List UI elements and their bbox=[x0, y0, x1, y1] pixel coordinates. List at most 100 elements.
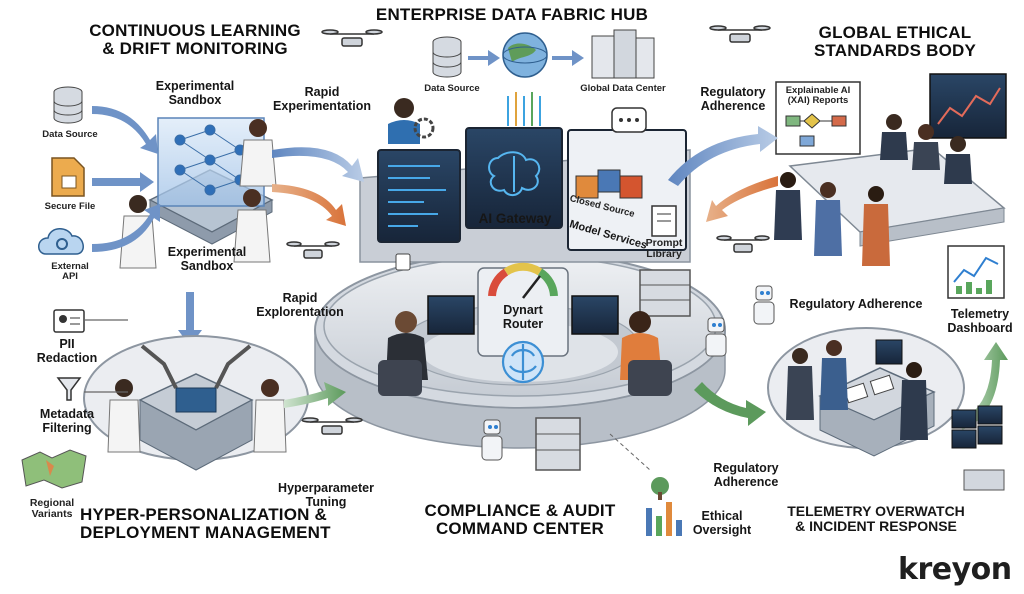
section-title-hyper-personalization: HYPER-PERSONALIZATION & DEPLOYMENT MANAG… bbox=[80, 505, 331, 543]
secure-file-icon bbox=[51, 157, 85, 197]
label-line: Rapid bbox=[282, 291, 318, 305]
section-title-line: COMPLIANCE & AUDIT bbox=[424, 501, 616, 520]
label-dynart-router: Dynart Router bbox=[488, 303, 558, 331]
label-line: Sandbox bbox=[168, 92, 222, 107]
label-line: Oversight bbox=[692, 522, 752, 537]
label-global-data-center: Global Data Center bbox=[568, 83, 678, 94]
small-robot-icon bbox=[481, 419, 503, 461]
label-line: Metadata bbox=[39, 407, 95, 421]
gauge-green bbox=[537, 268, 558, 297]
label-line: API bbox=[62, 271, 78, 283]
label-line: Redaction bbox=[36, 350, 98, 365]
ethics-tree-icon bbox=[651, 477, 669, 500]
section-title-compliance: COMPLIANCE & AUDIT COMMAND CENTER bbox=[420, 501, 620, 539]
chart-line bbox=[937, 87, 1001, 125]
drone-icon bbox=[286, 241, 340, 259]
chat-bubble-icon bbox=[611, 107, 647, 133]
left-inputs bbox=[38, 86, 364, 346]
label-data-source-left: Data Source bbox=[30, 129, 110, 140]
arrow-to-globe bbox=[468, 50, 500, 66]
arrow-api-to-sandbox bbox=[92, 204, 160, 252]
arrow-file-to-sandbox bbox=[92, 172, 154, 192]
dashed-connector bbox=[609, 433, 651, 471]
id-card-icon bbox=[53, 309, 85, 333]
drone-icon bbox=[716, 235, 770, 253]
label-line: Variants bbox=[31, 508, 73, 521]
arrow-telemetry-up bbox=[960, 342, 1008, 430]
label-ai-gateway: AI Gateway bbox=[470, 211, 560, 227]
monitor-left bbox=[377, 149, 461, 243]
server-rack-icon bbox=[535, 417, 581, 471]
ethics-board bbox=[668, 73, 1007, 266]
brand-logo: kreyon bbox=[898, 552, 1012, 587]
label-line: Prompt bbox=[645, 237, 683, 249]
operator-right bbox=[620, 311, 672, 396]
gauge-yellow bbox=[503, 262, 543, 276]
label-experimental-sandbox-top: Experimental Sandbox bbox=[140, 79, 250, 107]
mug-icon bbox=[395, 253, 411, 271]
operator-left bbox=[378, 311, 428, 396]
section-title-data-fabric: ENTERPRISE DATA FABRIC HUB bbox=[372, 5, 652, 24]
label-experimental-sandbox-bottom: Experimental Sandbox bbox=[152, 245, 262, 273]
label-line: Tuning bbox=[305, 494, 347, 509]
label-rapid-explorentation: Rapid Explorentation bbox=[240, 291, 360, 319]
label-line: Dynart bbox=[503, 303, 543, 317]
desk-monitor-1 bbox=[427, 295, 475, 335]
label-line: Dashboard bbox=[947, 320, 1013, 335]
label-prompt-library: Prompt Library bbox=[632, 237, 696, 261]
robot-arm-icon bbox=[140, 344, 252, 389]
hub-side bbox=[314, 329, 726, 449]
section-title-line: TELEMETRY OVERWATCH bbox=[787, 503, 965, 519]
drone-icon bbox=[709, 25, 771, 43]
label-regulatory-adherence-bottom: Regulatory Adherence bbox=[698, 461, 794, 489]
arrow-to-datacenter bbox=[552, 50, 584, 66]
section-title-line: COMMAND CENTER bbox=[435, 519, 605, 539]
label-line: Ethical bbox=[701, 509, 743, 523]
drone-icons bbox=[286, 25, 771, 435]
arrow-ethics-to-hub bbox=[706, 176, 778, 222]
gauge-red bbox=[488, 268, 509, 297]
label-line: Rapid bbox=[304, 85, 340, 99]
flowchart-icon bbox=[785, 113, 847, 147]
compliance-center bbox=[481, 417, 682, 536]
label-regulatory-adherence-top: Regulatory Adherence bbox=[688, 85, 778, 113]
worker-gear-icon bbox=[388, 98, 435, 144]
pii-icons bbox=[21, 309, 128, 489]
section-title-line: & INCIDENT RESPONSE bbox=[795, 518, 957, 535]
robotics-platform bbox=[83, 335, 346, 471]
filter-icon bbox=[56, 377, 82, 401]
oversight-bar-chart-icon bbox=[646, 502, 682, 536]
arrow-datasource-to-sandbox bbox=[92, 106, 158, 154]
label-ethical-oversight: Ethical Oversight bbox=[680, 509, 764, 537]
server-stack-icon bbox=[591, 29, 655, 79]
label-secure-file: Secure File bbox=[30, 201, 110, 212]
label-line: Explainable AI bbox=[785, 85, 851, 96]
section-title-continuous-learning: CONTINUOUS LEARNING & DRIFT MONITORING bbox=[80, 21, 310, 59]
drone-icon bbox=[301, 417, 363, 435]
cloud-gear-icon bbox=[38, 228, 84, 255]
label-line: Filtering bbox=[42, 420, 92, 435]
label-line: Secure File bbox=[44, 201, 96, 212]
scientist-icon bbox=[119, 119, 277, 269]
dashboard-line bbox=[953, 256, 999, 283]
label-line: (XAI) Reports bbox=[787, 95, 849, 107]
section-title-line: & DRIFT MONITORING bbox=[102, 39, 288, 59]
section-title-ethical-standards: GLOBAL ETHICAL STANDARDS BODY bbox=[790, 23, 1000, 61]
telemetry-wall-screen bbox=[875, 339, 903, 365]
label-pii-redaction: PII Redaction bbox=[22, 337, 112, 365]
document-icons bbox=[843, 374, 895, 404]
gauge-needle bbox=[522, 275, 541, 299]
arrow-orange-to-hub bbox=[272, 184, 346, 226]
data-stream-lines bbox=[507, 92, 541, 126]
telemetry-platform bbox=[694, 245, 1008, 491]
label-line: Telemetry bbox=[950, 307, 1010, 321]
router-brain-icon bbox=[501, 340, 545, 384]
dashboard-bars bbox=[956, 280, 992, 294]
server-rack-right bbox=[639, 269, 691, 317]
monitor-left-code bbox=[388, 165, 446, 227]
arrow-sandbox-to-hub bbox=[272, 147, 364, 182]
analyst-icons bbox=[786, 340, 928, 440]
label-data-source-top: Data Source bbox=[412, 83, 492, 94]
central-hub bbox=[314, 127, 726, 449]
